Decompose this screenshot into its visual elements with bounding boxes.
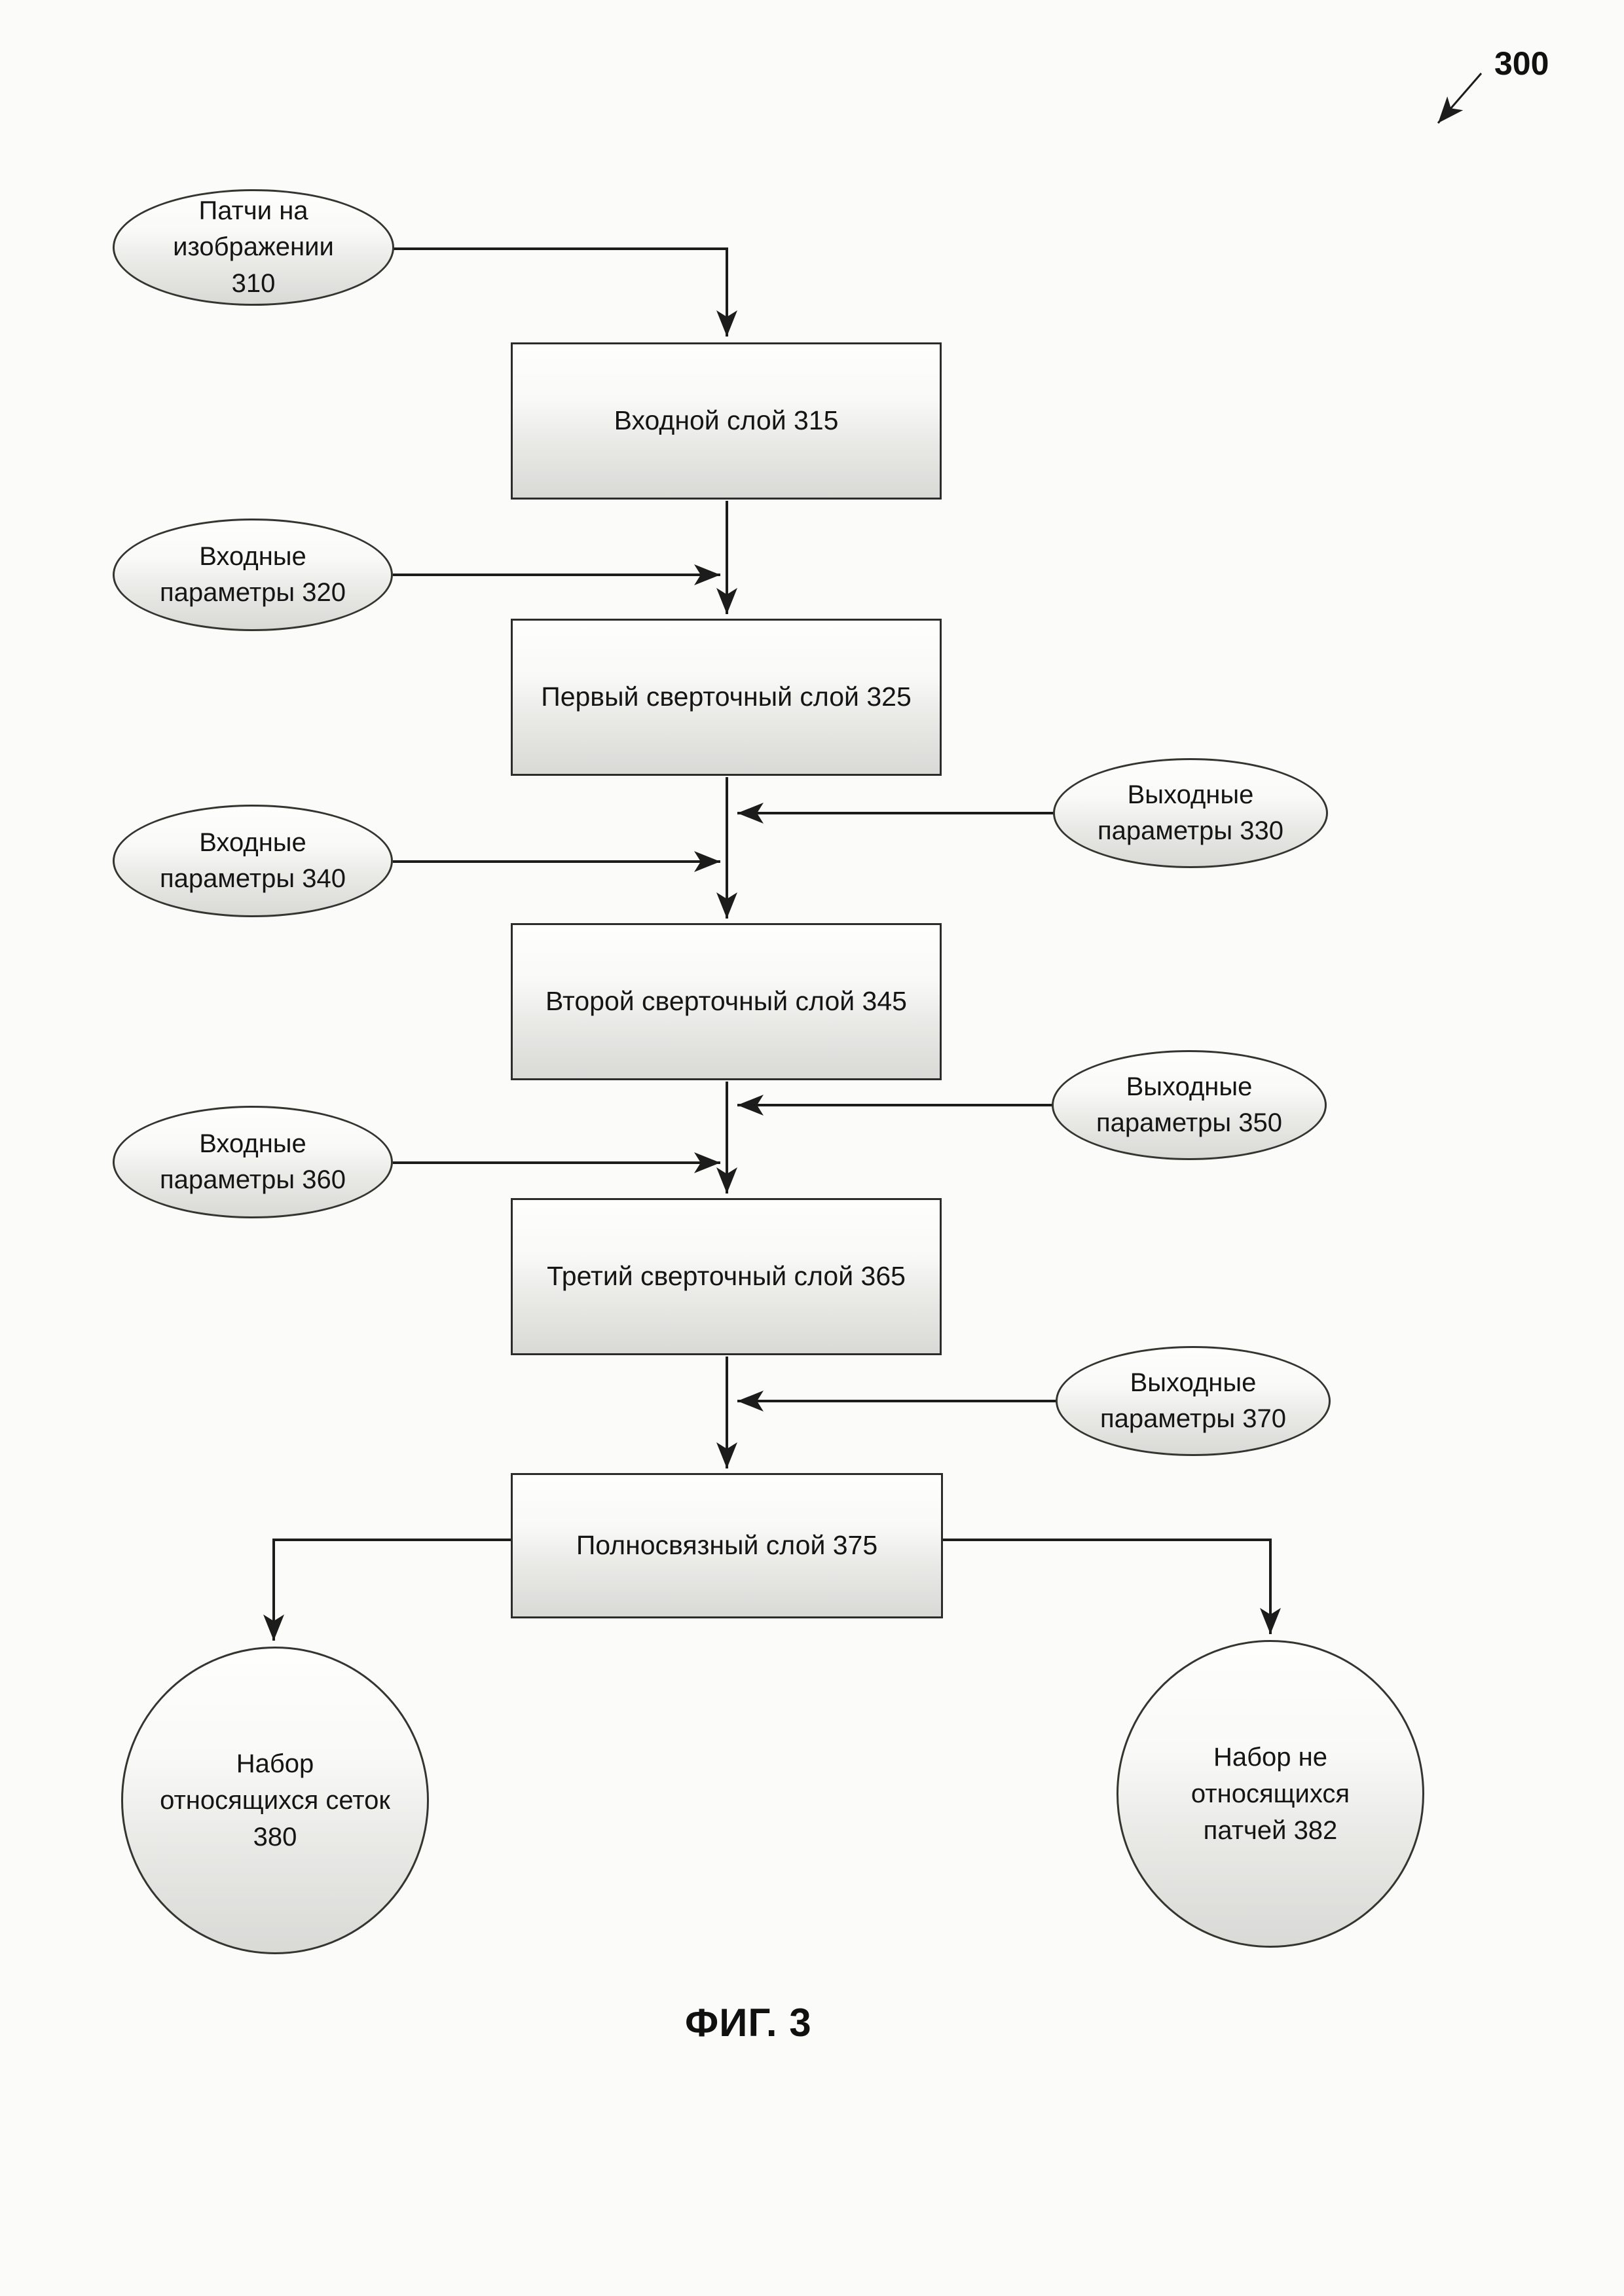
node-conv-layer-3-365: Третий сверточный слой 365 (511, 1198, 942, 1355)
node-input-params-340-label: Входные параметры 340 (160, 828, 346, 893)
connector-310-to-315 (393, 247, 737, 337)
node-irrelevant-patches-382-label: Набор не относящихся патчей 382 (1190, 1743, 1350, 1845)
figure-caption: ФИГ. 3 (685, 2001, 812, 2045)
node-input-params-360: Входные параметры 360 (113, 1106, 393, 1218)
connector-375-to-382 (942, 1539, 1281, 1634)
node-image-patches-310: Патчи на изображении 310 (113, 189, 394, 306)
node-output-params-350-label: Выходные параметры 350 (1096, 1072, 1282, 1137)
figure-reference-arrow (1437, 73, 1483, 124)
node-input-layer-315: Входной слой 315 (511, 342, 942, 500)
node-input-params-320: Входные параметры 320 (113, 519, 393, 631)
node-conv-layer-2-345: Второй сверточный слой 345 (511, 923, 942, 1080)
node-input-params-320-label: Входные параметры 320 (160, 541, 346, 607)
node-input-layer-315-label: Входной слой 315 (614, 405, 839, 436)
node-relevant-grids-380: Набор относящихся сеток 380 (121, 1647, 429, 1954)
figure-reference-number: 300 (1494, 45, 1549, 82)
node-output-params-330: Выходные параметры 330 (1053, 758, 1328, 868)
node-fc-layer-375-label: Полносвязный слой 375 (576, 1530, 878, 1561)
node-conv-layer-2-345-label: Второй сверточный слой 345 (545, 986, 907, 1017)
node-output-params-350: Выходные параметры 350 (1052, 1050, 1327, 1160)
node-output-params-370: Выходные параметры 370 (1056, 1346, 1331, 1456)
node-output-params-370-label: Выходные параметры 370 (1100, 1368, 1286, 1433)
node-input-params-340: Входные параметры 340 (113, 805, 393, 917)
node-irrelevant-patches-382: Набор не относящихся патчей 382 (1116, 1640, 1424, 1948)
node-conv-layer-1-325-label: Первый сверточный слой 325 (541, 682, 912, 712)
node-image-patches-310-label: Патчи на изображении 310 (173, 196, 334, 298)
node-output-params-330-label: Выходные параметры 330 (1098, 780, 1283, 845)
connector-375-to-380 (263, 1539, 512, 1641)
node-conv-layer-1-325: Первый сверточный слой 325 (511, 619, 942, 776)
node-fc-layer-375: Полносвязный слой 375 (511, 1473, 943, 1618)
node-relevant-grids-380-label: Набор относящихся сеток 380 (160, 1749, 390, 1851)
node-input-params-360-label: Входные параметры 360 (160, 1129, 346, 1194)
node-conv-layer-3-365-label: Третий сверточный слой 365 (547, 1261, 906, 1292)
